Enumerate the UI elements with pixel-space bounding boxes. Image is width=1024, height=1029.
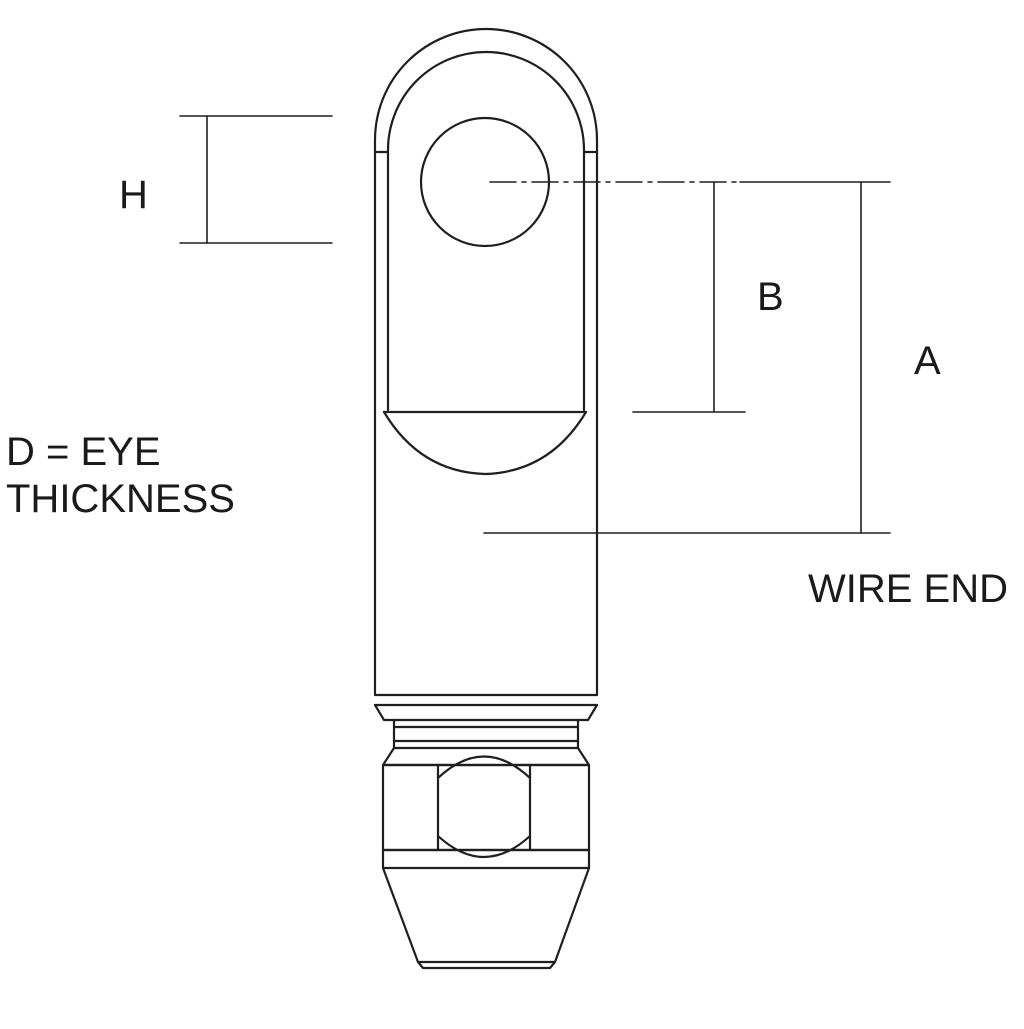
neck [392, 718, 580, 750]
eye-hole [419, 116, 551, 248]
cone [381, 848, 591, 964]
wire-end-label: WIRE END [808, 567, 1008, 611]
hex-face-top [436, 755, 532, 780]
eye-thickness-label-line1: D = EYE [6, 430, 161, 474]
shank-chamfer [373, 703, 599, 722]
hex-nut [381, 763, 591, 852]
dimension-label-b: B [757, 275, 784, 319]
dimension-label-h: H [119, 173, 148, 217]
hex-face-bottom [436, 834, 532, 858]
eye-thickness-label-line2: THICKNESS [6, 477, 235, 521]
eye-outer-outline [373, 27, 599, 697]
slot-bottom-curve [382, 410, 588, 476]
dimension-label-a: A [914, 339, 941, 383]
eye-inner-slot [386, 50, 586, 412]
cone-tip [416, 960, 557, 970]
